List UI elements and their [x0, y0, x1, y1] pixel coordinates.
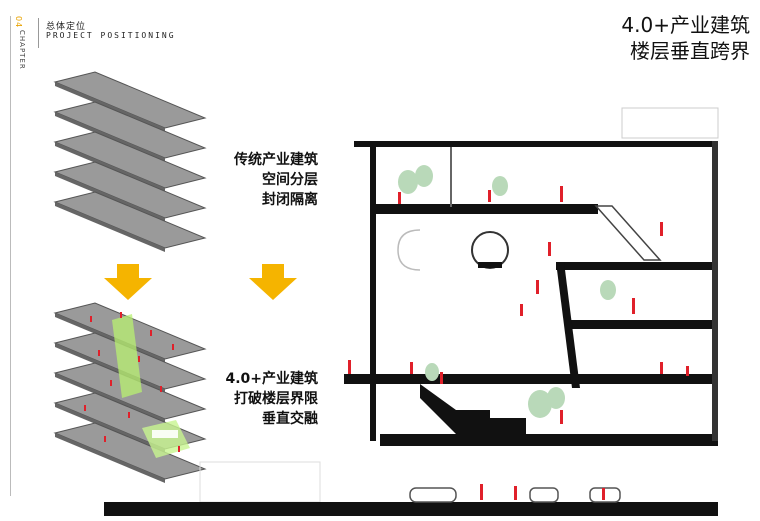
stair — [456, 418, 526, 434]
floor-slab-section — [380, 434, 718, 446]
stair — [594, 205, 662, 261]
building-section — [104, 107, 719, 516]
wall — [370, 141, 376, 441]
chapter-label: CHAPTER — [18, 30, 26, 70]
modern-line2: 打破楼层界限 — [234, 391, 318, 407]
down-arrow-right — [249, 264, 297, 300]
page-title: 4.0+产业建筑 楼层垂直跨界 — [621, 12, 750, 64]
traditional-floor-stack — [53, 71, 207, 252]
sloped-column — [556, 262, 580, 388]
modern-line1: 4.0+产业建筑 — [225, 371, 318, 387]
section-title-cn: 总体定位 — [46, 22, 87, 32]
down-arrow-left — [104, 264, 152, 300]
page-title-line2: 楼层垂直跨界 — [630, 39, 750, 63]
header-divider — [38, 18, 39, 48]
car — [409, 487, 457, 503]
floor-slab — [55, 202, 165, 252]
floor-slab-section — [566, 320, 718, 329]
chapter-rail-line — [10, 16, 11, 496]
traditional-line3: 封闭隔离 — [262, 192, 318, 208]
traditional-line1: 传统产业建筑 — [234, 152, 318, 168]
section-title-en: PROJECT POSITIONING — [46, 31, 176, 40]
floor-slab-section — [556, 262, 718, 270]
ground-slab — [104, 502, 718, 516]
traditional-building-caption: 传统产业建筑 空间分层 封闭隔离 — [198, 150, 318, 210]
page-title-line1: 4.0+产业建筑 — [621, 13, 750, 37]
floor-slab — [53, 422, 207, 480]
wall — [712, 141, 718, 441]
modern-floor-stack — [53, 302, 207, 483]
traditional-line2: 空间分层 — [262, 172, 318, 188]
modern-building-caption: 4.0+产业建筑 打破楼层界限 垂直交融 — [198, 369, 318, 429]
car — [529, 487, 559, 503]
modern-line3: 垂直交融 — [262, 411, 318, 427]
roof-slab — [354, 141, 718, 147]
floor-slab-section — [374, 204, 598, 214]
wall — [450, 147, 452, 207]
green-void — [152, 430, 178, 438]
green-void — [112, 314, 142, 398]
floor-slab-section — [344, 374, 718, 384]
chapter-number: 04 — [14, 16, 23, 29]
floor-slab — [55, 433, 165, 483]
